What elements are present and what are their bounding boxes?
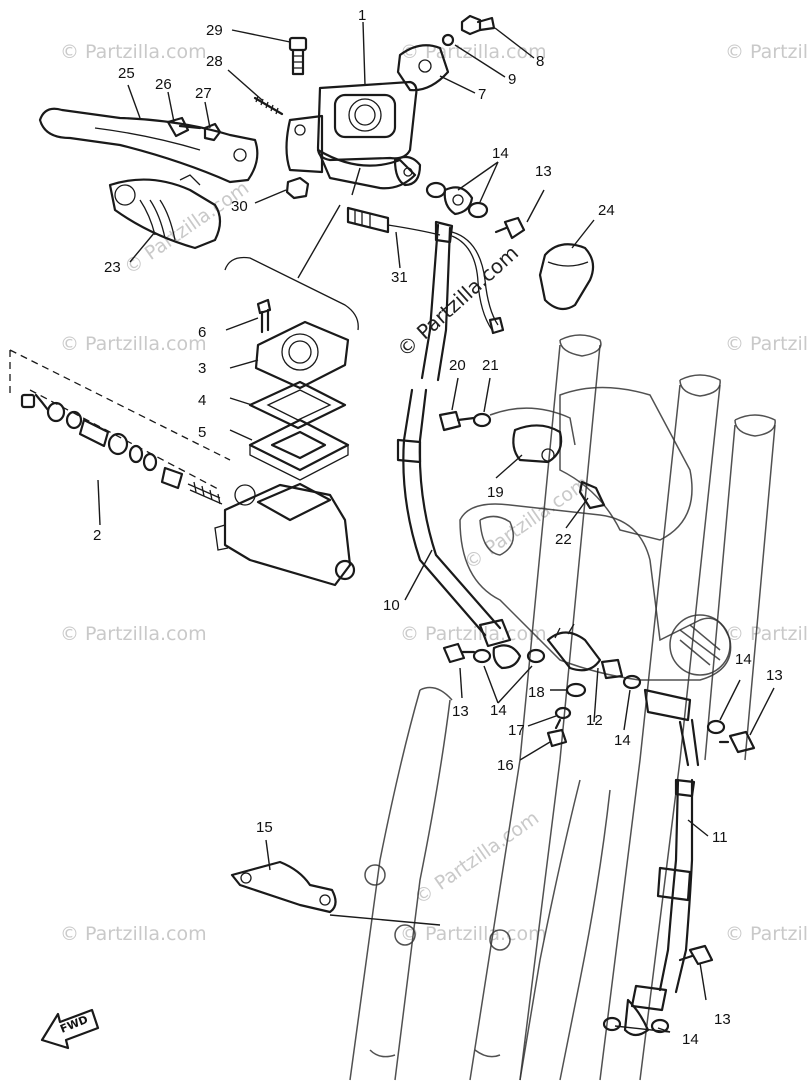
banjo-bolt-13-bottom (678, 944, 714, 966)
callout-17: 17 (508, 722, 525, 739)
cylinder-body-lower (214, 482, 356, 587)
diaphragm-5 (248, 418, 350, 481)
watermark-text: © Partzilla.com (60, 333, 207, 355)
callout-14: 14 (682, 1031, 699, 1048)
cap-cover-7 (396, 44, 450, 92)
watermark-text: © Partzilla.com (725, 923, 808, 945)
callout-26: 26 (155, 76, 172, 93)
fwd-arrow: FWD (40, 1008, 100, 1050)
callout-25: 25 (118, 65, 135, 82)
watermark-text: © Partzilla.com (400, 41, 547, 63)
callout-6: 6 (198, 324, 206, 341)
watermark-text: © Partzilla.com (725, 41, 808, 63)
piston-kit-2 (9, 349, 231, 505)
frame-outline (349, 334, 776, 1081)
callout-23: 23 (104, 259, 121, 276)
callout-13: 13 (535, 163, 552, 180)
brake-joint-12 (546, 623, 642, 698)
light-switch-31 (346, 206, 441, 236)
callout-29: 29 (206, 22, 223, 39)
washer-9 (441, 33, 455, 47)
washer-14-right (706, 719, 726, 735)
callout-30: 30 (231, 198, 248, 215)
bolt-16 (546, 718, 568, 748)
callout-4: 4 (198, 392, 206, 409)
callout-13: 13 (714, 1011, 731, 1028)
pivot-bolt-26 (166, 116, 202, 138)
hose-clamp-parts (438, 407, 606, 510)
watermark-text: © Partzilla.com (60, 623, 207, 645)
callout-10: 10 (383, 597, 400, 614)
callout-14: 14 (490, 702, 507, 719)
callout-9: 9 (508, 71, 516, 88)
callout-28: 28 (206, 53, 223, 70)
nut-27 (203, 122, 222, 142)
callout-13: 13 (766, 667, 783, 684)
rubber-cap-24 (538, 243, 595, 311)
brake-hose-11 (623, 688, 700, 1037)
callout-14: 14 (735, 651, 752, 668)
watermark-text: © Partzilla.com (400, 623, 547, 645)
watermark-text: © Partzilla.com (725, 623, 808, 645)
screw-8 (460, 14, 496, 36)
screw-6 (256, 298, 272, 334)
callout-18: 18 (528, 684, 545, 701)
callout-7: 7 (478, 86, 486, 103)
callout-3: 3 (198, 360, 206, 377)
leader-lines (97, 21, 775, 1033)
callout-14: 14 (614, 732, 631, 749)
banjo-bolt-13-right (718, 730, 756, 754)
reservoir-cap-3 (254, 320, 350, 390)
hose-bracket-15 (230, 860, 337, 914)
callout-1: 1 (358, 7, 366, 24)
nut-30 (285, 176, 310, 200)
pin-28 (253, 95, 284, 116)
callout-24: 24 (598, 202, 615, 219)
callout-19: 19 (487, 484, 504, 501)
callout-22: 22 (555, 531, 572, 548)
watermark-text: © Partzilla.com (120, 177, 253, 279)
watermark-text: © Partzilla.com (400, 923, 547, 945)
brake-lever-25 (38, 107, 259, 184)
washer-14-bottom (602, 1016, 622, 1032)
washer-14-bottom (650, 1018, 670, 1034)
watermark-center: © Partzilla.com (392, 241, 523, 362)
diaphragm-plate-4 (248, 380, 347, 430)
callout-16: 16 (497, 757, 514, 774)
exploded-inset (224, 256, 359, 331)
callout-5: 5 (198, 424, 206, 441)
callout-13: 13 (452, 703, 469, 720)
watermark-text: © Partzilla.com (410, 807, 543, 909)
callout-11: 11 (712, 829, 728, 846)
watermark-text: © Partzilla.com (60, 41, 207, 63)
brake-switch-23 (108, 174, 222, 250)
watermark-text: © Partzilla.com (60, 923, 207, 945)
callout-20: 20 (449, 357, 466, 374)
master-cylinder (285, 80, 422, 190)
bolt-29 (288, 36, 308, 76)
callout-15: 15 (256, 819, 273, 836)
callout-21: 21 (482, 357, 499, 374)
callout-labels: 1 2 3 4 5 6 7 8 9 10 11 12 13 13 13 13 1… (93, 7, 783, 1048)
washer-17 (554, 706, 572, 720)
banjo-bolt-13-top (494, 216, 526, 240)
callout-8: 8 (536, 53, 544, 70)
callout-31: 31 (391, 269, 408, 286)
callout-27: 27 (195, 85, 212, 102)
callout-2: 2 (93, 527, 101, 544)
brake-hose-10 (396, 220, 512, 648)
callout-14: 14 (492, 145, 509, 162)
watermark-text: © Partzilla.com (725, 333, 808, 355)
banjo-bolt-13-left (442, 642, 546, 670)
callout-12: 12 (586, 712, 603, 729)
